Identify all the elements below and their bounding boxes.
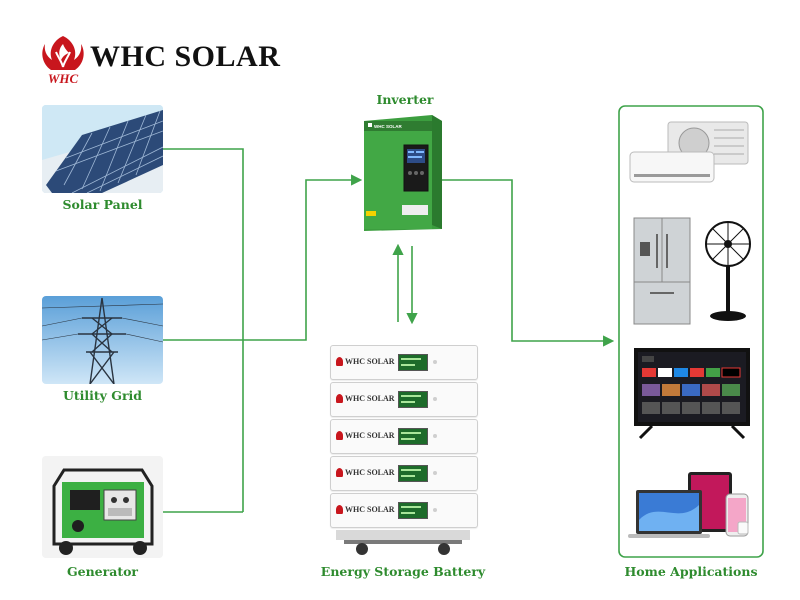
battery-lcd-screen bbox=[398, 391, 428, 408]
battery-logo-icon bbox=[336, 505, 343, 514]
svg-text:WHC: WHC bbox=[48, 71, 79, 86]
battery-module: WHC SOLAR bbox=[330, 456, 478, 491]
battery-label: Energy Storage Battery bbox=[320, 564, 486, 579]
inverter-to-loads-arrow bbox=[442, 179, 615, 347]
smart-tv-image bbox=[632, 346, 752, 444]
battery-logo-icon bbox=[336, 468, 343, 477]
battery-lcd-screen bbox=[398, 428, 428, 445]
refrigerator-fan-image bbox=[630, 212, 756, 326]
utility-grid-image bbox=[42, 296, 163, 384]
smart-tv-icon bbox=[634, 348, 750, 440]
battery-module-brand: WHC SOLAR bbox=[345, 505, 395, 514]
battery-logo-icon bbox=[336, 357, 343, 366]
battery-power-button bbox=[433, 397, 437, 401]
battery-lcd-screen bbox=[398, 465, 428, 482]
home-applications-label: Home Applications bbox=[624, 564, 758, 579]
battery-module-brand: WHC SOLAR bbox=[345, 431, 395, 440]
home-applications-frame bbox=[618, 105, 764, 558]
air-conditioner-icon bbox=[629, 121, 749, 183]
phoenix-logo-icon: WHC bbox=[42, 36, 84, 86]
generator-label: Generator bbox=[66, 564, 139, 579]
generator-icon bbox=[42, 456, 163, 558]
battery-power-button bbox=[433, 471, 437, 475]
svg-text:WHC SOLAR: WHC SOLAR bbox=[374, 124, 402, 129]
inverter-icon: WHC SOLAR bbox=[364, 115, 442, 231]
battery-module: WHC SOLAR bbox=[330, 382, 478, 417]
battery-cart-icon bbox=[336, 530, 470, 555]
solar-panel-icon bbox=[42, 105, 163, 193]
generator-image bbox=[42, 456, 163, 558]
solar-panel-image bbox=[42, 105, 163, 193]
battery-lcd-screen bbox=[398, 354, 428, 371]
battery-module-brand: WHC SOLAR bbox=[345, 394, 395, 403]
battery-lcd-screen bbox=[398, 502, 428, 519]
battery-module: WHC SOLAR bbox=[330, 345, 478, 380]
refrigerator-and-fan-icon bbox=[633, 217, 751, 325]
air-conditioner-image bbox=[628, 118, 754, 188]
solar-panel-label: Solar Panel bbox=[62, 197, 143, 212]
battery-module: WHC SOLAR bbox=[330, 419, 478, 454]
battery-logo-icon bbox=[336, 431, 343, 440]
devices-image bbox=[628, 470, 756, 542]
inverter-image: WHC SOLAR bbox=[362, 113, 444, 233]
battery-logo-icon bbox=[336, 394, 343, 403]
power-tower-icon bbox=[42, 296, 163, 384]
brand-logo: WHC bbox=[36, 30, 90, 86]
battery-module-brand: WHC SOLAR bbox=[345, 357, 395, 366]
battery-power-button bbox=[433, 434, 437, 438]
laptop-tablet-phone-icon bbox=[628, 472, 749, 538]
inverter-label: Inverter bbox=[376, 92, 434, 107]
solar-line bbox=[163, 148, 244, 512]
battery-module: WHC SOLAR bbox=[330, 493, 478, 528]
battery-stack-image: WHC SOLAR WHC SOLAR WHC SOLAR WHC SOLAR WHC … bbox=[330, 345, 478, 557]
battery-power-button bbox=[433, 508, 437, 512]
source-to-inverter-arrow bbox=[243, 174, 363, 341]
battery-power-button bbox=[433, 360, 437, 364]
battery-module-brand: WHC SOLAR bbox=[345, 468, 395, 477]
utility-grid-label: Utility Grid bbox=[62, 388, 143, 403]
brand-name: WHC SOLAR bbox=[90, 40, 281, 73]
